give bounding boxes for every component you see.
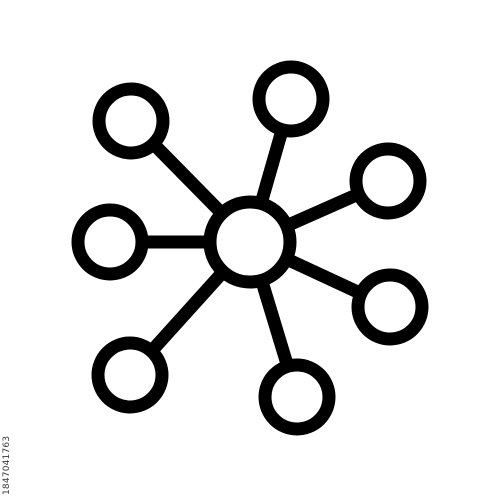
satellite-node-lower-right [351, 268, 429, 346]
satellite-node-left [71, 203, 149, 281]
hub-node [203, 195, 297, 289]
satellite-node-upper-right [349, 142, 427, 220]
stock-id-text: 1847041763 [2, 435, 12, 495]
satellite-node-upper-left [92, 82, 170, 160]
satellite-node-bottom [258, 358, 336, 436]
satellite-node-top [252, 60, 330, 138]
satellite-node-lower-left [91, 336, 169, 414]
